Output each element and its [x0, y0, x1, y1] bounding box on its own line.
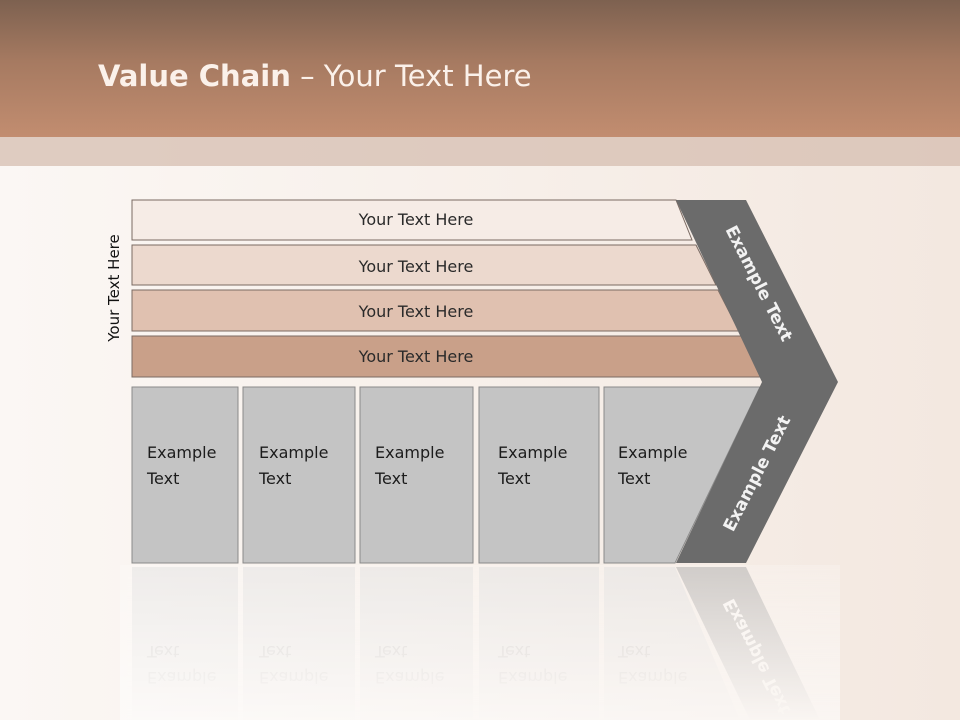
- box-2-shape: [242, 386, 356, 564]
- row-4[interactable]: Your Text Here: [131, 335, 764, 378]
- box-4-shape: [478, 386, 600, 564]
- reflection: Example Text Example Text Example Text E…: [120, 565, 840, 720]
- box-1[interactable]: Example Text: [131, 386, 239, 564]
- box-5[interactable]: Example Text: [603, 386, 761, 564]
- box-5-line1: Example: [618, 443, 687, 462]
- box-3-shape: [359, 386, 474, 564]
- header-band: [0, 0, 960, 137]
- row-2-label: Your Text Here: [358, 257, 474, 276]
- box-3[interactable]: Example Text: [359, 386, 474, 564]
- row-3[interactable]: Your Text Here: [131, 289, 740, 332]
- row-2-shape: [131, 244, 717, 286]
- row-4-label: Your Text Here: [358, 347, 474, 366]
- row-1-label: Your Text Here: [358, 210, 474, 229]
- box-1-line2: Text: [146, 469, 179, 488]
- box-1-shape: [131, 386, 239, 564]
- title-bold: Value Chain: [98, 59, 291, 93]
- row-3-label: Your Text Here: [358, 302, 474, 321]
- row-2[interactable]: Your Text Here: [131, 244, 717, 286]
- box-5-line2: Text: [617, 469, 650, 488]
- box-2[interactable]: Example Text: [242, 386, 356, 564]
- box-2-line2: Text: [258, 469, 291, 488]
- box-4[interactable]: Example Text: [478, 386, 600, 564]
- box-4-line1: Example: [498, 443, 567, 462]
- slide-title[interactable]: Value Chain – Your Text Here: [98, 56, 532, 96]
- header-strip: [0, 137, 960, 166]
- chevron-arrow-shape: [676, 200, 838, 563]
- box-3-line2: Text: [374, 469, 407, 488]
- box-3-line1: Example: [375, 443, 444, 462]
- box-1-line1: Example: [147, 443, 216, 462]
- box-2-line1: Example: [259, 443, 328, 462]
- box-4-line2: Text: [497, 469, 530, 488]
- box-5-shape: [603, 386, 761, 564]
- row-1-shape: [131, 199, 693, 241]
- title-rest: – Your Text Here: [290, 59, 532, 93]
- row-1[interactable]: Your Text Here: [131, 199, 693, 241]
